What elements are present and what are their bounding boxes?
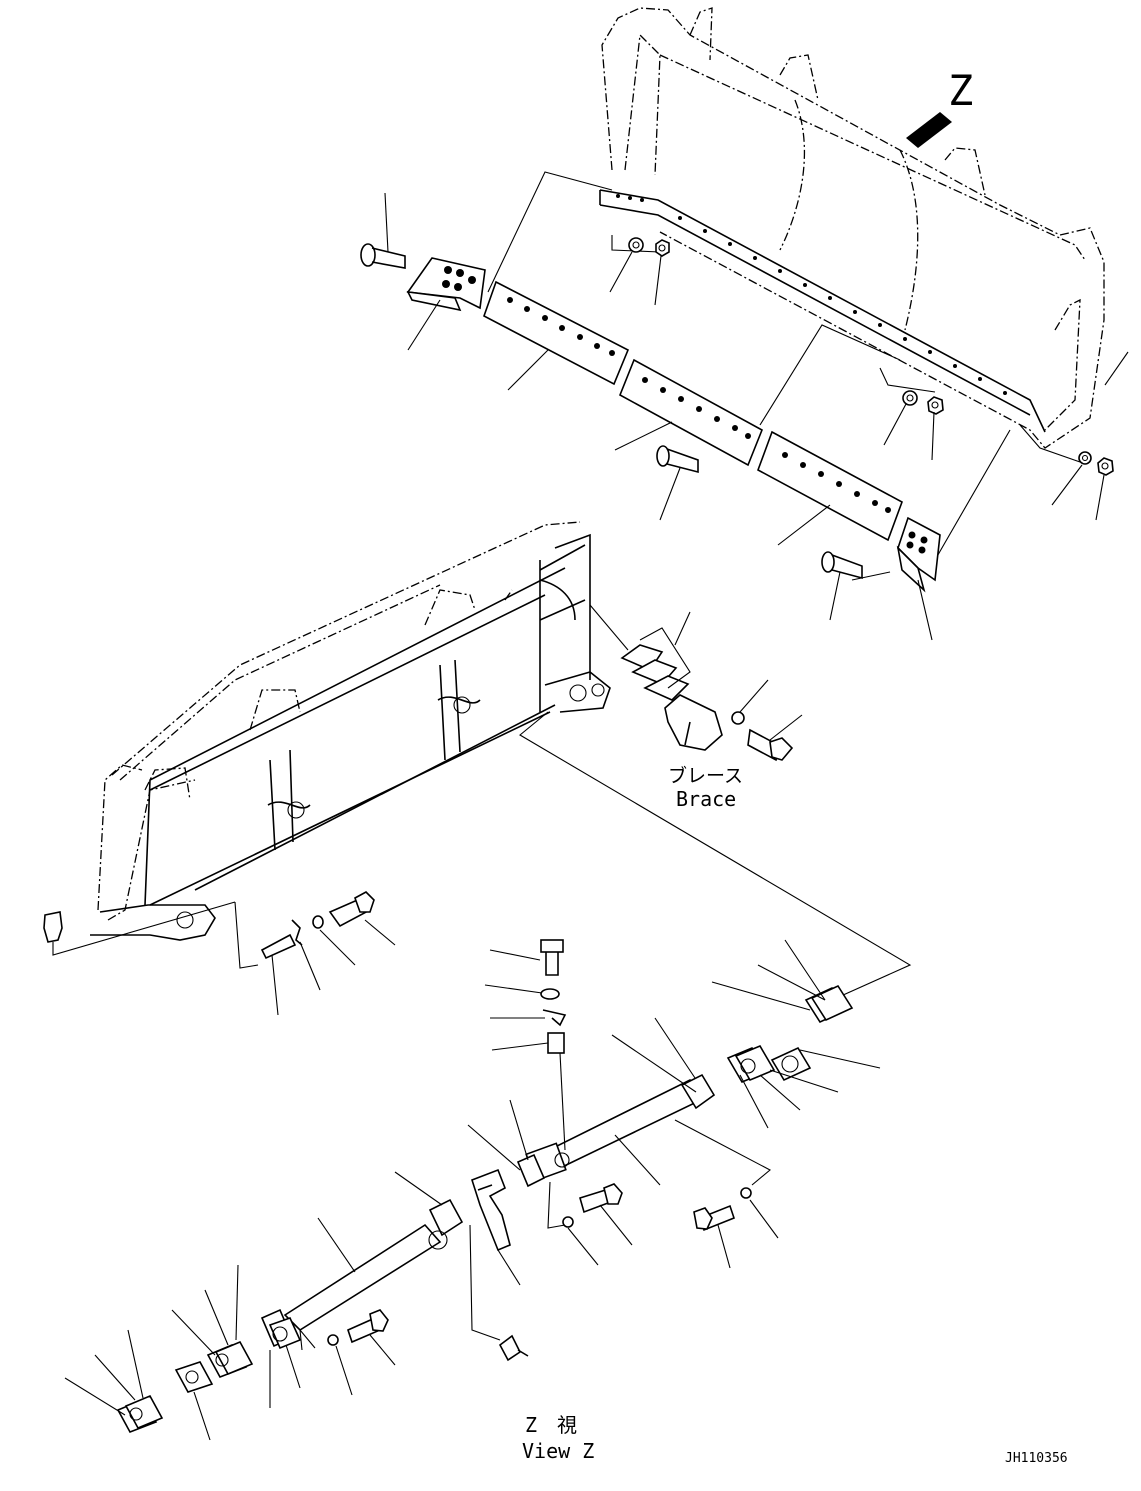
- plow-bolt-left: [360, 243, 406, 269]
- blade-assembly: Z: [360, 7, 1129, 641]
- end-bit-left: [406, 257, 486, 312]
- cutting-edge-2: [618, 358, 764, 467]
- plow-bolt-right: [821, 551, 863, 580]
- leader-lines-blade: [384, 192, 1129, 641]
- view-marker-z: Z: [948, 66, 973, 115]
- drawing-number: JH110356: [1005, 1451, 1068, 1466]
- brace-label-jp: ブレース: [668, 764, 743, 787]
- pin-set: [260, 891, 396, 1016]
- view-z-label-jp: Z 視: [525, 1413, 577, 1437]
- view-z-label-en: View Z: [522, 1439, 594, 1463]
- view-z-assembly: Z 視 View Z: [64, 939, 881, 1463]
- cutting-edge-1: [483, 280, 630, 386]
- grease-fitting-frame: [43, 901, 259, 969]
- washers-nuts: [628, 237, 1114, 476]
- view-arrow: [906, 112, 952, 148]
- end-bit-right: [896, 516, 941, 593]
- brace-label-en: Brace: [676, 787, 736, 811]
- cutting-edge-3: [757, 430, 903, 542]
- frame-assembly: [90, 521, 611, 941]
- plow-bolt-middle: [656, 445, 699, 474]
- blade-edge-holes: [616, 194, 1007, 395]
- brace-parts: ブレース Brace: [519, 604, 912, 1001]
